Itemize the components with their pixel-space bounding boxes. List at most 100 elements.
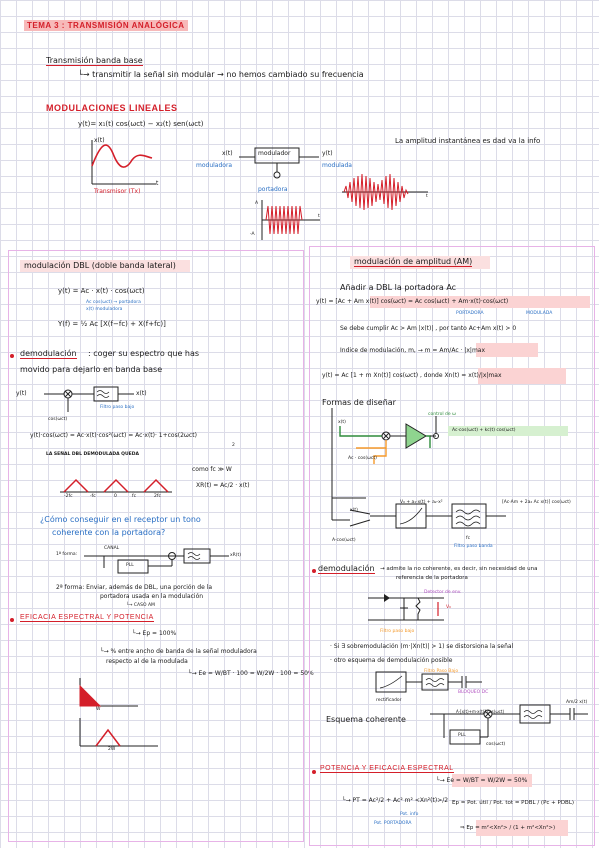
am-spectral-efficiency: └→ Ee = W/BT = W/2W = 50% [436,777,528,784]
modulator-block-lines [239,147,319,179]
dbl-option-1-pll: PLL [126,563,134,568]
am-design2-cos: A·cos(ωct) [332,538,356,543]
dbl-option-1-canal: CANAL [104,546,120,551]
bullet-dot [10,354,14,358]
carrier-amp-label: A [255,201,259,206]
dbl-demod-cos: cos(ωct) [48,417,68,422]
bullet-dot [312,770,316,774]
transmitter-label: Transmisor (Tx) [94,188,141,195]
am-envelope-detector [368,594,444,621]
am-envelope-detector-label: Detector de env. [424,590,462,595]
am-condition: Se debe cumplir Ac > Am |x(t)| , por tan… [340,325,517,332]
am-alt-scheme [375,671,482,693]
spec-label-4: 2fc [154,494,161,499]
dbl-option-2-am: └→ CASO AM [126,603,155,608]
dbl-fc-condition: como fc ≫ W [192,466,232,473]
dbl-demod-title: demodulación [20,349,77,359]
am-design-title: Formas de diseñar [322,398,396,407]
am-design-ctrl: control de ω [428,412,456,417]
am-portadora-label: PORTADORA [456,311,484,316]
dbl-2w-label: 2W [108,747,116,752]
am-design2-x: x(t) [350,508,358,513]
dbl-panel [8,250,304,842]
dbl-baseband-spectrum [79,678,138,707]
bullet-dot [10,618,14,622]
dbl-question-2: coherente con la portadora? [52,528,166,537]
dbl-xr-result: XR(t) = Ac/2 · x(t) [196,482,250,489]
am-formula-1: y(t) = [Ac + Am x(t)] cos(ωct) = Ac cos(… [316,298,509,305]
transmitter-graph [91,140,156,185]
am-title-bg [350,256,490,269]
am-xn-bg [478,368,566,384]
dbl-note-carrier: Ac cos(ωct) → portadora [86,300,141,305]
dbl-modulated-spectrum [79,718,158,747]
block-output-label: y(t) [322,150,333,157]
am-index-bg [476,343,538,357]
am-design2-top: V₀ + a₁·x(t) + a₂·x² [400,500,443,505]
am-design-out: Ac·cos(ωct) + kc(t) cos(ωct) [452,428,516,433]
block-input-label: x(t) [222,150,233,157]
am-demod-text-1: → admite la no coherente, es decir, sin … [380,566,538,572]
dbl-formula-3: y(t)·cos(ωct) = Ac·x(t)·cos²(ωct) = Ac·x… [30,432,197,439]
dbl-formula-2: Y(f) = ½ Ac [X(f−fc) + X(f+fc)] [58,320,166,328]
amplitude-note: La amplitud instantánea es dad va la inf… [395,137,541,145]
portadora-label: portadora [258,186,288,193]
carrier-neg-label: -A [250,232,255,237]
page-title: TEMA 3 : TRANSMISIÓN ANALÓGICA [24,20,188,31]
dbl-spectrum [60,478,172,493]
dbl-option-1: 1ª forma: [56,552,78,557]
dbl-spectral-efficiency: └→ Ee = W/BT · 100 = W/2W · 100 = 50% [188,670,314,677]
am-power-efficiency-2: ⇒ Ep = m²<Xn²> / (1 + m²<Xn²>) [460,825,556,831]
am-design2-result: [Ac·Am + 2a₂ Ac x(t)] cos(ωct) [502,500,571,505]
dbl-option-2-line-2: portadora usada en la modulación [100,593,204,600]
spec-label-3: fc [132,494,137,499]
am-design-diagram-2 [331,482,506,529]
graph-x-label: x(t) [94,137,105,144]
spec-label-0: -2fc [64,494,73,499]
am-modulada-label: MODULADA [526,311,553,316]
am-ep-bg [476,820,568,836]
modulada-label: modulada [322,162,352,169]
am-demod-title: demodulación [318,564,375,574]
dbl-demod-diagram [44,386,134,412]
dbl-w-label: W [96,707,101,712]
spec-label-1: -fc [90,494,96,499]
dbl-demod-y: y(t) [16,390,27,397]
am-coherent-scheme [430,704,588,745]
am-coherent-cos: cos(ωct) [486,742,506,747]
dbl-demod-text-1: : coger su espectro que has [88,349,200,358]
dbl-spectral-def-1: └→ % entre ancho de banda de la señal mo… [100,648,257,655]
linear-modulations-title: MODULACIONES LINEALES [46,103,178,113]
baseband-description: └→ transmitir la señal sin modular → no … [78,70,364,79]
dbl-demod-result: LA SEÑAL DBL DEMODULADA QUEDA [46,452,139,457]
am-envelope-vo: V₀ [446,605,451,610]
dbl-title: modulación DBL (doble banda lateral) [24,261,176,270]
baseband-title: Transmisión banda base [46,56,143,66]
am-add-carrier: Añadir a DBL la portadora Ac [340,283,457,292]
dbl-power-efficiency: └→ Ep = 100% [132,630,177,637]
carrier-wave [261,200,320,240]
graph-t-label: t [156,180,159,187]
dbl-demod-x: x(t) [136,390,147,397]
am-coherent-top: A·[x(t)+m·x(t)] cos(ωct) [456,709,505,714]
dbl-question-1: ¿Cómo conseguir en el receptor un tono [40,515,201,524]
dbl-demod-text-2: movido para dejarlo en banda base [20,365,163,374]
am-power-title: POTENCIA Y EFICACIA ESPECTRAL [320,765,454,773]
am-design2-fc: fc [466,536,471,541]
am-overmod-note: · Si ∃ sobremodulación (m·|Xn(t)| > 1) s… [330,643,514,650]
am-formula-2: y(t) = Ac [1 + m Xn(t)] cos(ωct) , donde… [322,372,502,379]
am-formula-bg [370,296,590,308]
dbl-option-1-out: xR(t) [230,553,242,558]
am-mod-index: Indice de modulación, m, → m = Am/Ac · |… [340,347,486,354]
am-design-ac: Ac · cos(ωct) [348,456,377,461]
am-design-x: x(t) [338,420,346,425]
am-total-power: └→ PT = Ac²/2 + Ac² m² <Xn²(t)>/2 [342,797,449,804]
dbl-note-modulating: x(t) moduladora [86,307,123,312]
spec-label-2: 0 [114,494,117,499]
modulated-wave [342,173,428,211]
am-panel [309,246,595,846]
am-demod-text-2: referencia de la portadora [396,575,468,581]
am-coherent-pll: PLL [458,733,466,738]
am-info-power: Pot. info [400,812,419,817]
dbl-formula-1: y(t) = Ac · x(t) · cos(ωct) [58,287,145,295]
